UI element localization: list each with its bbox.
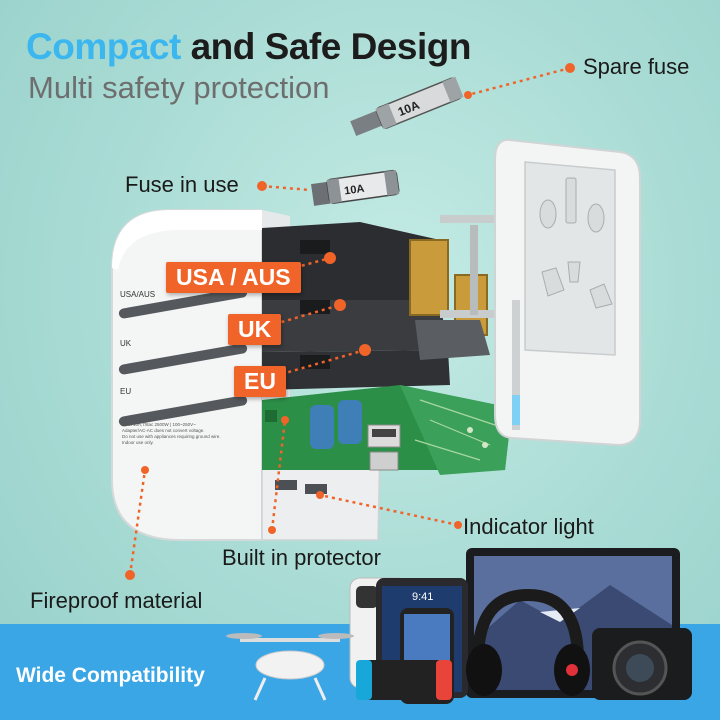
active-fuse-mark: 10A	[344, 183, 366, 198]
spec-text-1: MAX 10A,7/8ac 2500W | 100~250V~	[122, 422, 196, 427]
compatibility-label: Wide Compatibility	[16, 664, 205, 687]
device-label-eu: EU	[120, 387, 131, 396]
callout-fuse-in-use: Fuse in use	[125, 172, 239, 197]
page-subtitle: Multi safety protection	[28, 70, 330, 105]
page-title: Compact and Safe Design	[26, 26, 471, 68]
plug-modules	[262, 215, 500, 390]
circuit-board	[262, 385, 512, 475]
device-camera	[592, 628, 692, 700]
spare-fuse: 10A	[350, 76, 464, 137]
spec-text-2: Adapter/AC-AC does not convert voltage.	[122, 428, 205, 433]
device-switch	[356, 660, 452, 700]
title-accent: Compact	[26, 26, 181, 67]
tag-uk: UK	[228, 314, 282, 345]
device-label-uk: UK	[120, 339, 132, 348]
device-label-usa: USA/AUS	[120, 290, 155, 299]
callout-fireproof-material: Fireproof material	[30, 588, 203, 613]
callout-indicator-light: Indicator light	[463, 514, 594, 539]
socket-face	[494, 138, 641, 447]
callout-built-in-protector: Built in protector	[222, 545, 381, 570]
device-drone	[226, 633, 354, 701]
svg-text:9:41: 9:41	[412, 591, 433, 603]
tag-eu: EU	[234, 366, 286, 397]
device-headphones	[466, 588, 590, 696]
spec-text-3: Do not use with appliances requiring gro…	[122, 434, 221, 439]
tag-usa-aus: USA / AUS	[166, 262, 301, 293]
callout-spare-fuse: Spare fuse	[583, 54, 690, 79]
title-rest: and Safe Design	[180, 26, 472, 67]
spec-text-4: Indoor use only.	[122, 440, 154, 445]
callout-dots	[125, 63, 575, 580]
active-fuse: 10A	[311, 169, 400, 206]
